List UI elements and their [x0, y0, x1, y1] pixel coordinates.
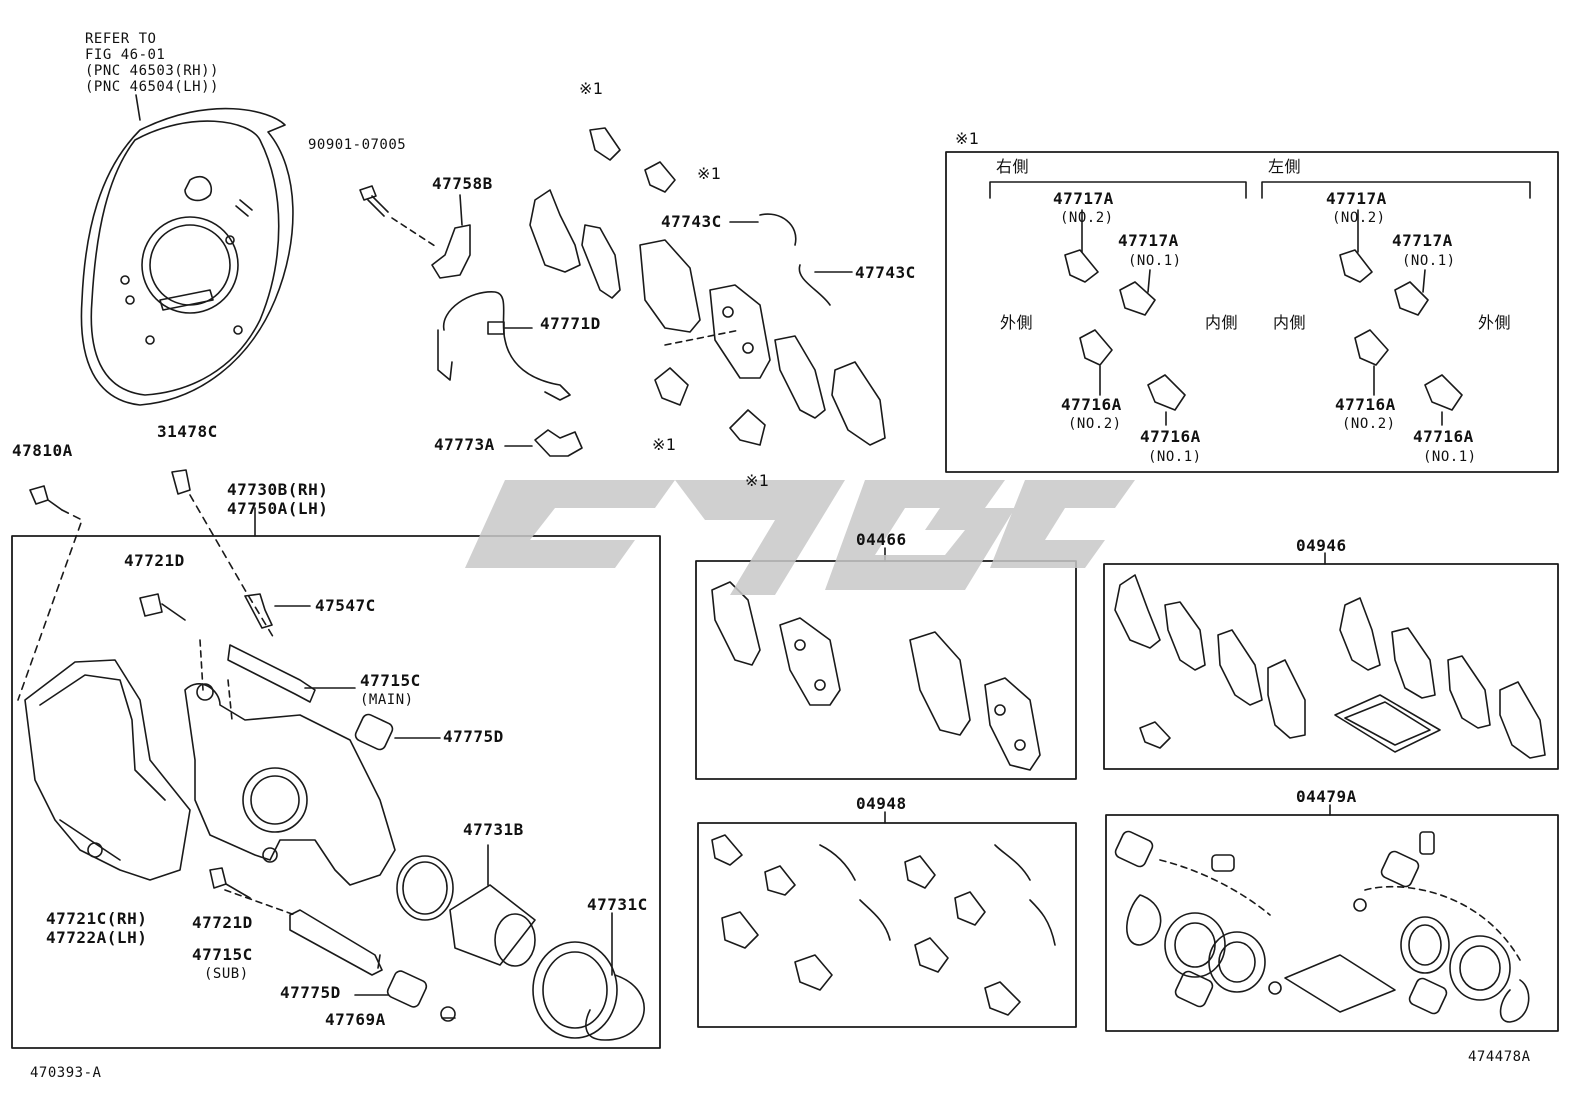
inset-no1-label-3: (NO.1): [1402, 253, 1456, 269]
kit-04466-drawing: [711, 581, 1041, 771]
clip-47773a-drawing: [504, 429, 583, 457]
part-47750a-lh[interactable]: 47750A(LH): [227, 499, 329, 518]
part-47730b-rh[interactable]: 47730B(RH): [227, 480, 329, 499]
inset-inner-right: 内側: [1205, 313, 1239, 332]
mark-note-1: ※1: [579, 79, 604, 98]
kit-04948-label[interactable]: 04948: [856, 794, 907, 813]
inset-no1-label-1: (NO.1): [1128, 253, 1182, 269]
inset-no2-label-1: (NO.2): [1060, 210, 1114, 226]
inset-no2-label-4: (NO.2): [1342, 416, 1396, 432]
inset-no1-label-4: (NO.1): [1423, 449, 1477, 465]
backing-plate-drawing: [80, 94, 294, 406]
inset-47716a-rh-no2[interactable]: 47716A: [1061, 395, 1122, 414]
part-47771d[interactable]: 47771D: [540, 314, 601, 333]
caliper-leaders-drawing: [17, 469, 276, 701]
inset-inner-left: 内側: [1273, 313, 1307, 332]
inset-no1-label-2: (NO.1): [1148, 449, 1202, 465]
inset-47717a-rh-no2[interactable]: 47717A: [1053, 189, 1114, 208]
inset-47717a-rh-no1[interactable]: 47717A: [1118, 231, 1179, 250]
mark-note-3: ※1: [652, 435, 677, 454]
inset-outer-left: 外側: [1478, 313, 1512, 332]
refer-note-line-1: REFER TO: [85, 31, 157, 47]
part-47721d-lower[interactable]: 47721D: [192, 913, 253, 932]
kit-04479a-drawing: [1114, 830, 1530, 1023]
inset-no2-label-2: (NO.2): [1068, 416, 1122, 432]
part-31478c[interactable]: 31478C: [157, 422, 218, 441]
kit-04948-drawing: [711, 834, 1056, 1016]
refer-note-line-3: (PNC 46503(RH)): [85, 63, 219, 79]
figure-ref-right: 474478A: [1468, 1049, 1531, 1065]
inset-clips-drawing: [989, 181, 1531, 426]
part-90901-07005[interactable]: 90901-07005: [308, 137, 407, 153]
part-47715c-sub-note: (SUB): [204, 966, 249, 982]
part-47769a[interactable]: 47769A: [325, 1010, 386, 1029]
sensor-assembly-drawing: [359, 185, 571, 401]
part-47547c[interactable]: 47547C: [315, 596, 376, 615]
kit-04479a-label[interactable]: 04479A: [1296, 787, 1357, 806]
part-47810a[interactable]: 47810A: [12, 441, 73, 460]
refer-note-line-2: FIG 46-01: [85, 47, 166, 63]
part-47731b[interactable]: 47731B: [463, 820, 524, 839]
inset-47717a-lh-no2[interactable]: 47717A: [1326, 189, 1387, 208]
part-47715c-main[interactable]: 47715C: [360, 671, 421, 690]
inset-right-side: 右側: [996, 157, 1030, 176]
kit-04466-label[interactable]: 04466: [856, 530, 907, 549]
kit-04946-label[interactable]: 04946: [1296, 536, 1347, 555]
part-47775d-upper[interactable]: 47775D: [443, 727, 504, 746]
part-47773a[interactable]: 47773A: [434, 435, 495, 454]
watermark-logo: [465, 480, 1135, 595]
part-47721c-rh[interactable]: 47721C(RH): [46, 909, 148, 928]
part-47743c-lower[interactable]: 47743C: [855, 263, 916, 282]
part-47775d-lower[interactable]: 47775D: [280, 983, 341, 1002]
part-47758b[interactable]: 47758B: [432, 174, 493, 193]
part-47743c-upper[interactable]: 47743C: [661, 212, 722, 231]
part-47715c-main-note: (MAIN): [360, 692, 414, 708]
inset-no2-label-3: (NO.2): [1332, 210, 1386, 226]
inset-47716a-rh-no1[interactable]: 47716A: [1140, 427, 1201, 446]
mark-note-4: ※1: [745, 471, 770, 490]
inset-outer-right: 外側: [1000, 313, 1034, 332]
caliper-drawing: [24, 593, 645, 1041]
inset-left-side: 左側: [1268, 157, 1302, 176]
part-47722a-lh[interactable]: 47722A(LH): [46, 928, 148, 947]
mark-note-2: ※1: [697, 164, 722, 183]
inset-47716a-lh-no1[interactable]: 47716A: [1413, 427, 1474, 446]
part-47731c[interactable]: 47731C: [587, 895, 648, 914]
pad-clips-drawing: [589, 127, 766, 446]
inset-47717a-lh-no1[interactable]: 47717A: [1392, 231, 1453, 250]
top-pads-drawing: [529, 189, 886, 446]
part-47715c-sub[interactable]: 47715C: [192, 945, 253, 964]
figure-ref-left: 470393-A: [30, 1065, 102, 1081]
part-47721d-upper[interactable]: 47721D: [124, 551, 185, 570]
kit-04946-drawing: [1114, 574, 1546, 759]
inset-mark: ※1: [955, 129, 980, 148]
inset-47716a-lh-no2[interactable]: 47716A: [1335, 395, 1396, 414]
refer-note-line-4: (PNC 46504(LH)): [85, 79, 219, 95]
